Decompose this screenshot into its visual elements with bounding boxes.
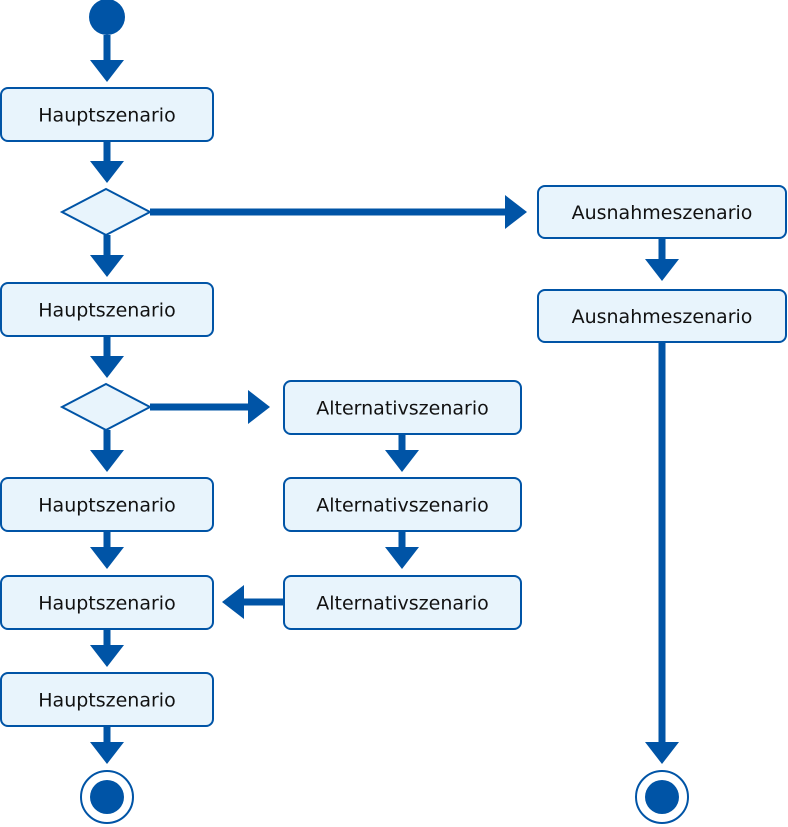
action-node-alt3: Alternativszenario [283,575,522,630]
action-box [0,575,214,630]
action-label: Hauptszenario [38,593,175,615]
action-node-h1: Hauptszenario [0,87,214,142]
edge-alt3-h4 [222,585,284,619]
edge-h1-d1 [90,141,124,183]
action-label: Hauptszenario [38,300,175,322]
arrowhead-icon [90,255,124,277]
edge-alt1-alt2 [385,434,419,472]
action-box [283,477,522,532]
edge-start-h1 [90,35,124,82]
edge-alt2-alt3 [385,531,419,569]
final-node-dot [90,780,124,814]
action-box [283,380,522,435]
arrowhead-icon [385,547,419,569]
action-node-a1: Ausnahmeszenario [537,185,787,239]
arrowhead-icon [222,585,244,619]
arrowhead-icon [645,742,679,764]
action-label: Hauptszenario [38,105,175,127]
edge-h3-h4 [90,531,124,569]
decision-node [59,382,153,432]
action-label: Hauptszenario [38,495,175,517]
edge-h2-d2 [90,336,124,378]
action-node-a2: Ausnahmeszenario [537,289,787,343]
arrowhead-icon [505,195,527,229]
action-box [0,282,214,337]
action-label: Hauptszenario [38,690,175,712]
action-node-alt1: Alternativszenario [283,380,522,435]
action-label: Alternativszenario [316,495,489,517]
action-label: Ausnahmeszenario [572,306,753,328]
decision-node [59,187,153,237]
edge-d1-a1 [150,195,527,229]
arrowhead-icon [385,450,419,472]
final-node [80,770,134,824]
edge-a2-end2 [645,342,679,764]
action-label: Alternativszenario [316,593,489,615]
action-node-alt2: Alternativszenario [283,477,522,532]
action-node-h3: Hauptszenario [0,477,214,532]
action-label: Ausnahmeszenario [572,202,753,224]
action-box [537,185,787,239]
edge-d2-h3 [90,430,124,472]
action-box [0,477,214,532]
arrowhead-icon [90,547,124,569]
final-node-dot [645,780,679,814]
action-label: Alternativszenario [316,398,489,420]
edge-a1-a2 [645,238,679,281]
final-node [635,770,689,824]
action-box [283,575,522,630]
action-node-h2: Hauptszenario [0,282,214,337]
edge-h4-h5 [90,629,124,667]
action-box [0,672,214,727]
edges-layer [90,35,679,764]
arrowhead-icon [90,356,124,378]
action-box [537,289,787,343]
edge-d2-alt1 [150,390,270,424]
arrowhead-icon [248,390,270,424]
action-node-h4: Hauptszenario [0,575,214,630]
arrowhead-icon [90,450,124,472]
arrowhead-icon [645,259,679,281]
action-box [0,87,214,142]
edge-d1-h2 [90,235,124,277]
edge-h5-end1 [90,726,124,764]
arrowhead-icon [90,60,124,82]
arrowhead-icon [90,161,124,183]
action-node-h5: Hauptszenario [0,672,214,727]
arrowhead-icon [90,645,124,667]
arrowhead-icon [90,742,124,764]
initial-node [89,0,125,35]
